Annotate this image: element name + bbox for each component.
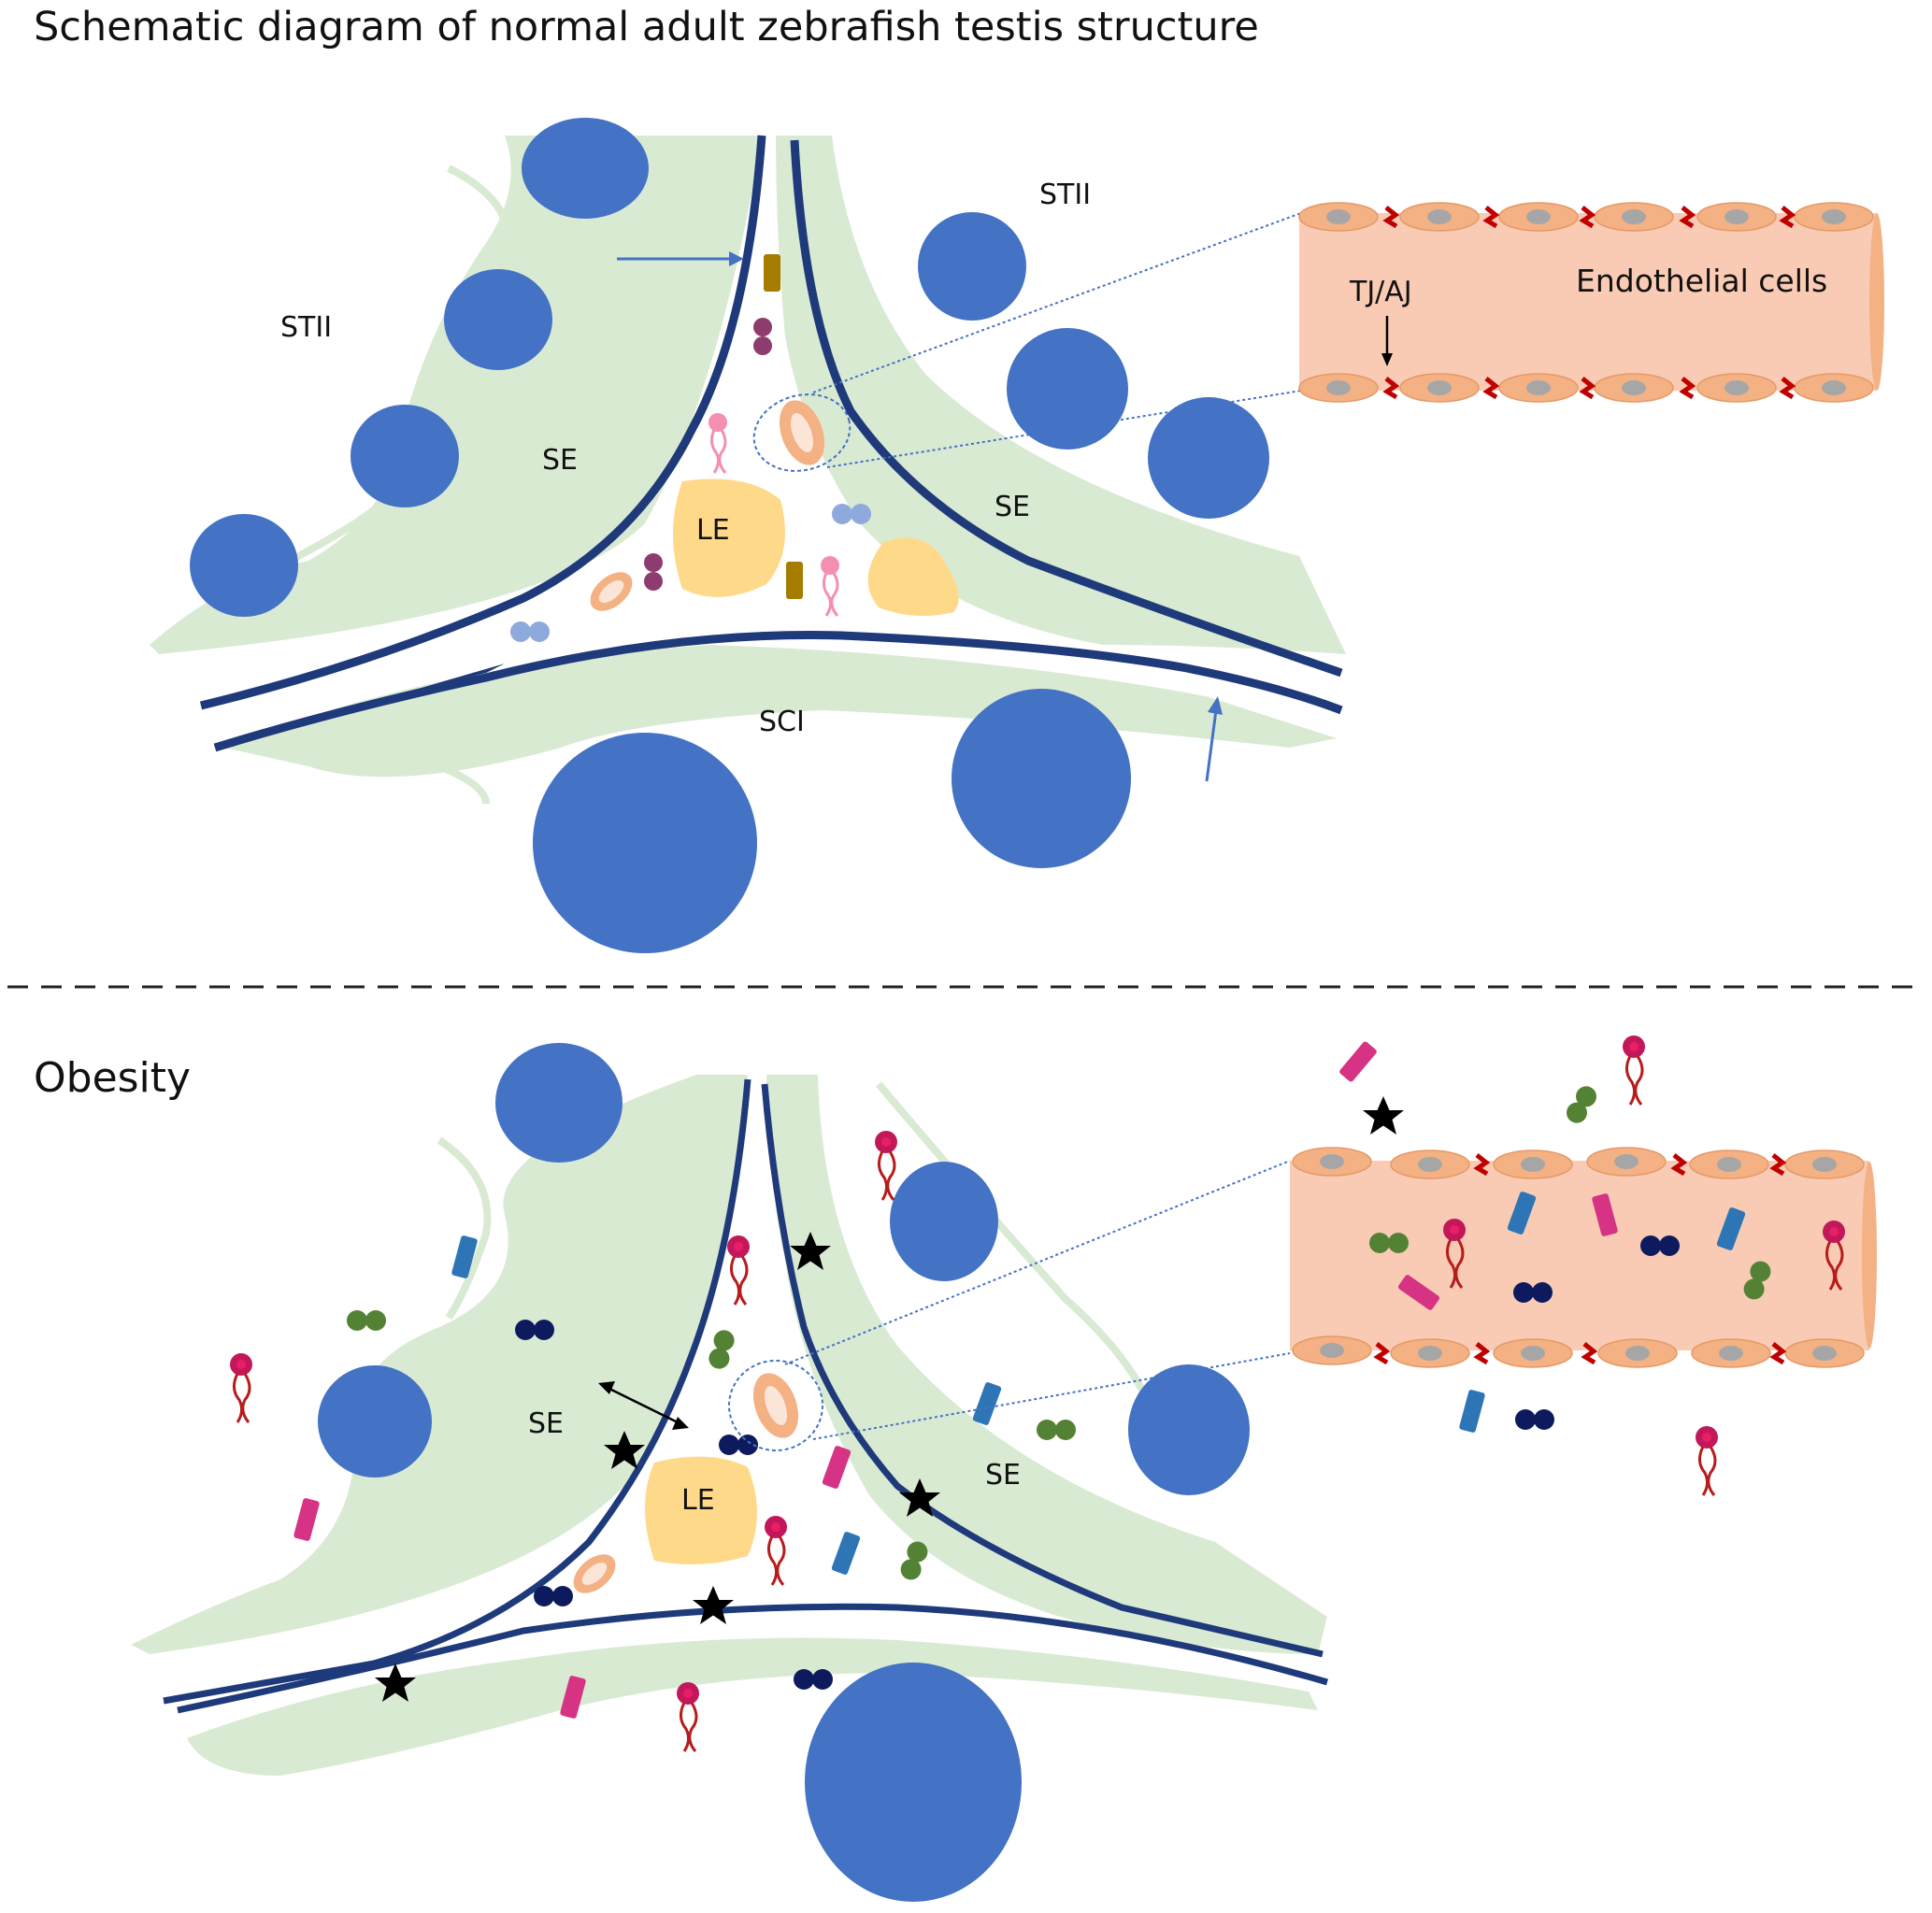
membrane-left-obese <box>163 1078 751 1705</box>
normal-panel: STII STII SE SE LE SCI TJ/AJ Endothelial… <box>150 118 1884 953</box>
arrow-membrane-bottom <box>1205 696 1223 782</box>
label-se-left-obese: SE <box>528 1407 564 1440</box>
leydig-cell-2 <box>867 537 959 616</box>
blood-vessel-normal <box>1298 202 1884 403</box>
label-le-obese: LE <box>681 1484 715 1517</box>
germ-cells-normal <box>190 118 1269 953</box>
arrow-tj-aj <box>1381 316 1393 366</box>
se-tissue-right-obese <box>766 1075 1327 1654</box>
membrane-right-obese <box>761 1083 1324 1658</box>
arrow-membrane-top <box>617 251 744 266</box>
zoom-region-obese <box>728 1360 823 1451</box>
label-se-left: SE <box>542 444 578 477</box>
label-le: LE <box>696 514 730 547</box>
leydig-cell-obese <box>645 1456 757 1564</box>
membrane-right <box>790 139 1343 678</box>
germ-cells-obese <box>318 1043 1250 1902</box>
diagram-title-normal: Schematic diagram of normal adult zebraf… <box>34 4 1259 50</box>
double-arrow-gap <box>598 1381 689 1430</box>
blood-vessel-obese <box>1290 1147 1877 1368</box>
zoom-region-normal <box>752 393 852 472</box>
label-tj-aj: TJ/AJ <box>1349 276 1412 308</box>
se-tissue-left-obese <box>131 1075 748 1654</box>
label-se-right-obese: SE <box>985 1459 1021 1492</box>
label-endothelial-cells: Endothelial cells <box>1576 263 1827 299</box>
se-tissue-left-outer <box>204 164 512 602</box>
label-stii-left: STII <box>280 311 332 344</box>
membrane-bottom <box>213 631 1343 752</box>
label-stii-right: STII <box>1039 178 1091 211</box>
diagram-title-obesity: Obesity <box>34 1054 192 1102</box>
leydig-cell-1 <box>673 478 785 597</box>
se-tissue-bottom-obese <box>187 1637 1318 1776</box>
label-se-right: SE <box>995 491 1030 523</box>
membrane-bottom-obese <box>177 1603 1328 1714</box>
label-sci: SCI <box>759 706 805 738</box>
se-tissue-left <box>150 136 762 654</box>
membrane-left <box>199 135 766 710</box>
obesity-panel: SE SE LE <box>131 1034 1877 1902</box>
se-tissue-right <box>776 136 1346 654</box>
